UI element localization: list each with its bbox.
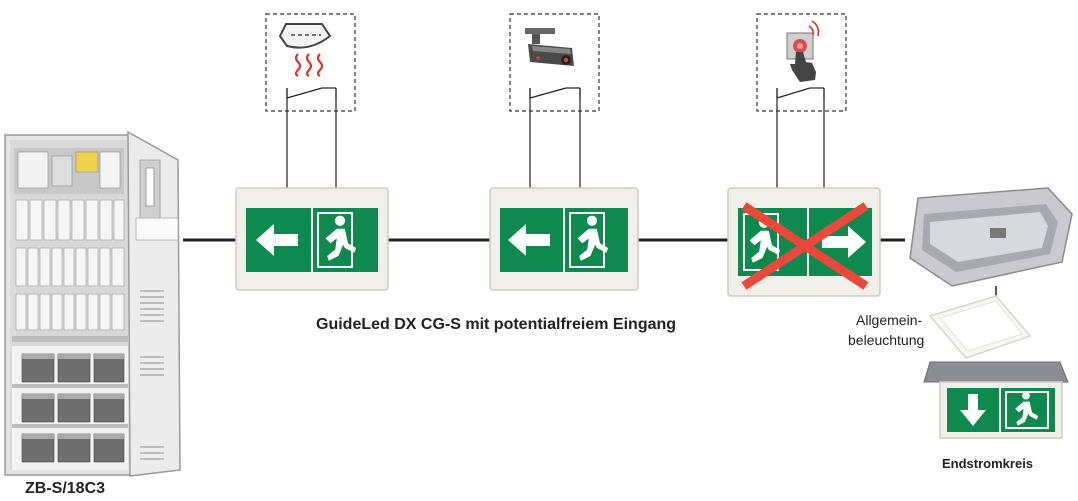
sign-row-label: GuideLed DX CG-S mit potentialfreiem Ein… — [316, 316, 677, 333]
running-man-icon — [317, 212, 356, 268]
exit-sign-4 — [923, 361, 1069, 439]
final-circuit-label: Endstromkreis — [942, 456, 1034, 471]
push-button-box — [756, 13, 847, 112]
panel-light — [928, 295, 1032, 359]
camera-box — [509, 13, 600, 112]
arrow-down-icon — [960, 394, 986, 426]
general-lighting-label-line2: beleuchtung — [848, 332, 925, 348]
sensor-wires — [286, 88, 825, 190]
heat-detector-icon — [278, 23, 332, 77]
relay-contact-3 — [776, 87, 825, 99]
heat-detector-box — [265, 13, 356, 112]
exit-sign-2 — [489, 187, 639, 291]
arrow-right-icon — [822, 226, 866, 258]
running-man-icon — [1005, 391, 1049, 429]
battery-shelves — [12, 346, 128, 470]
exit-sign-3 — [727, 187, 881, 297]
ceiling-luminaire — [909, 187, 1073, 296]
cabinet-label: ZB-S/18C3 — [25, 480, 106, 497]
exit-sign-1 — [235, 187, 389, 291]
general-lighting-label-line1: Allgemein- — [856, 312, 923, 328]
relay-contact-2 — [529, 87, 581, 99]
cross-out-icon — [741, 202, 869, 290]
relay-contact-1 — [286, 87, 337, 99]
arrow-left-icon — [256, 224, 298, 256]
running-man-icon — [569, 212, 608, 268]
push-button-icon — [786, 20, 820, 82]
camera-icon — [525, 28, 574, 66]
arrow-left-icon — [508, 224, 550, 256]
control-cabinet — [4, 130, 181, 477]
